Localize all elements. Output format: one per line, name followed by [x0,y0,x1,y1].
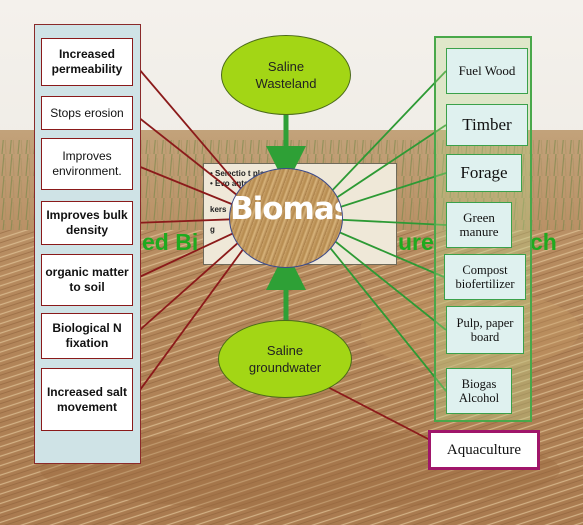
benefit-label: Increased permeability [51,47,123,76]
saline-wasteland-label: Saline Wasteland [255,59,317,91]
product-label: Pulp, paper board [456,316,514,344]
benefit-label: organic matter to soil [45,265,129,294]
product-box: Biogas Alcohol [446,368,512,414]
product-box: Compost biofertilizer [444,254,526,300]
banner-text-far-right: ch [530,229,557,255]
benefit-box: Increased permeability [41,38,133,86]
benefit-label: Improves environment. [52,149,122,178]
saline-groundwater-label: Saline groundwater [248,343,322,375]
aquaculture-box: Aquaculture [428,430,540,470]
banner-text-left: ed Bi [142,229,199,255]
benefit-box: Increased salt movement [41,368,133,431]
product-label: Green manure [459,210,499,239]
product-label: Compost biofertilizer [455,263,515,291]
banner-text-right: ure [398,229,434,255]
benefit-label: Improves bulk density [46,208,128,237]
product-box: Timber [446,104,528,146]
biomass-label: Biomass [230,191,342,227]
benefit-box: Biological N fixation [41,313,133,359]
benefit-label: Biological N fixation [52,321,122,350]
center-list-row: • Selectio t plants [210,169,277,178]
product-label: Biogas Alcohol [458,377,500,405]
benefit-box: Improves environment. [41,138,133,190]
saline-groundwater-oval: Saline groundwater [218,320,352,398]
benefit-box: organic matter to soil [41,254,133,306]
benefit-box: Stops erosion [41,96,133,130]
aquaculture-label: Aquaculture [446,441,522,458]
product-label: Forage [460,163,508,182]
product-label: Timber [462,115,512,134]
center-list-row: g [210,225,215,234]
product-box: Green manure [446,202,512,248]
product-label: Fuel Wood [458,63,516,78]
center-list-row: • Evo ants by [210,179,260,188]
benefit-label: Increased salt movement [46,384,128,414]
biomass-oval: Biomass [229,168,343,268]
saline-wasteland-oval: Saline Wasteland [221,35,351,115]
product-box: Pulp, paper board [446,306,524,354]
aquaculture-link [317,381,433,442]
product-box: Forage [446,154,522,192]
center-list-row: kers [210,205,227,214]
product-box: Fuel Wood [446,48,528,94]
benefit-label: Stops erosion [50,105,124,120]
benefit-box: Improves bulk density [41,201,133,245]
